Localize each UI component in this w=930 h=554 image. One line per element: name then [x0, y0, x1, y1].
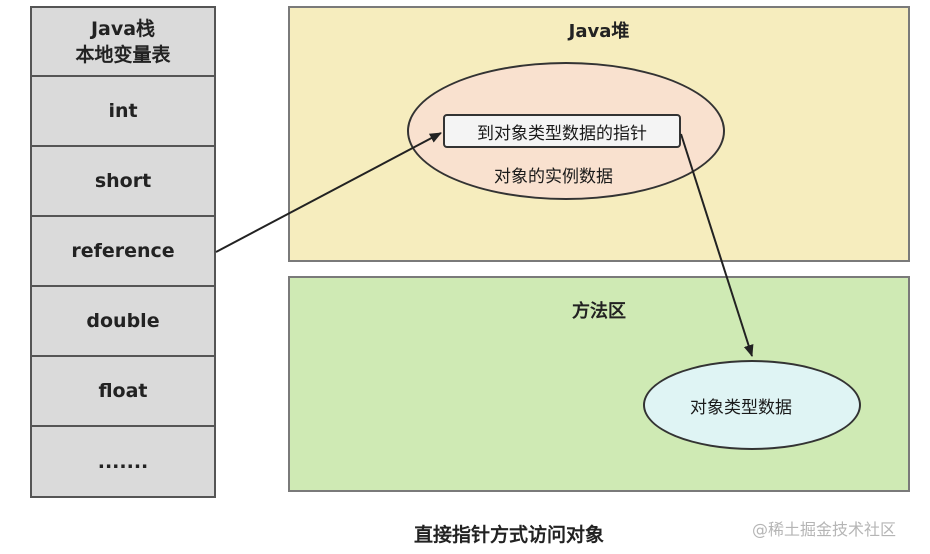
- stack-slot-label: short: [94, 170, 152, 192]
- pointer-to-type-data-arrow: [680, 133, 754, 357]
- stack-header-subtitle: 本地变量表: [75, 43, 171, 66]
- instance-data-label: 对象的实例数据: [494, 167, 613, 187]
- stack-slot-label: float: [98, 380, 148, 402]
- object-type-data-ellipse: [643, 360, 861, 450]
- stack-slot-label: double: [86, 310, 160, 332]
- java-heap-title: Java堆: [568, 21, 630, 42]
- watermark: @稀土掘金技术社区: [752, 520, 897, 539]
- stack-slot-label: reference: [71, 240, 175, 262]
- reference-to-instance-arrow: [215, 132, 442, 253]
- stack-slot-double: double: [30, 285, 216, 357]
- type-data-label: 对象类型数据: [690, 398, 792, 418]
- stack-slot-more: .......: [30, 425, 216, 498]
- type-pointer-field: 到对象类型数据的指针: [443, 114, 681, 148]
- stack-header-title: Java栈: [90, 17, 156, 40]
- method-area-title: 方法区: [572, 301, 626, 322]
- stack-slot-float: float: [30, 355, 216, 427]
- stack-slot-label: int: [108, 100, 138, 122]
- type-pointer-label: 到对象类型数据的指针: [477, 123, 647, 144]
- diagram-caption: 直接指针方式访问对象: [414, 524, 605, 546]
- stack-slot-reference: reference: [30, 215, 216, 287]
- stack-header: Java栈 本地变量表: [30, 6, 216, 77]
- stack-slot-label: .......: [97, 450, 149, 473]
- stack-slot-int: int: [30, 75, 216, 147]
